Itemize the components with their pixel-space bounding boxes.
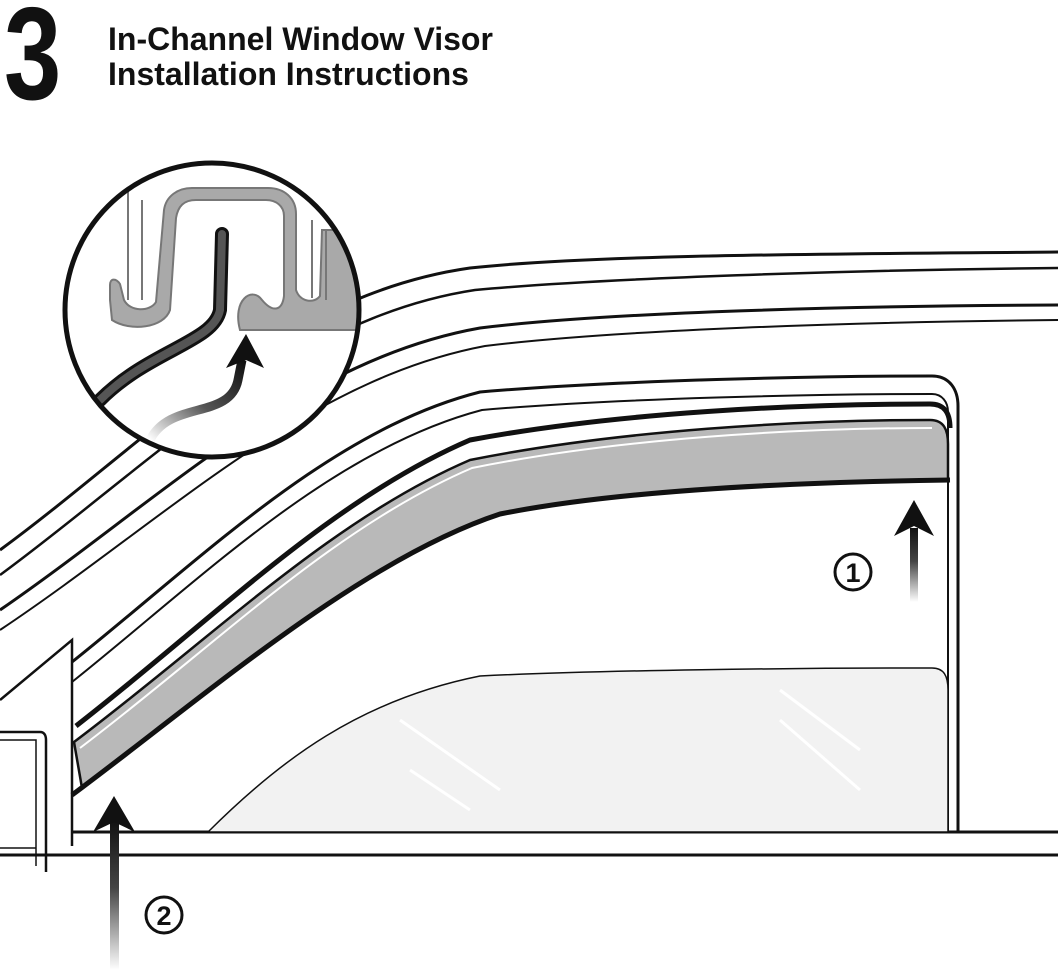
callout-2-label: 2 <box>156 901 171 931</box>
callout-1-badge: 1 <box>833 552 873 592</box>
up-arrow-icon <box>93 796 135 970</box>
callout-1-label: 1 <box>845 558 860 588</box>
step-number: 3 <box>4 0 61 127</box>
title-line-2: Installation Instructions <box>108 56 469 92</box>
up-arrow-icon <box>894 500 934 602</box>
page-title: In-Channel Window Visor Installation Ins… <box>108 22 493 92</box>
window-visor <box>70 401 953 798</box>
title-line-1: In-Channel Window Visor <box>108 21 493 57</box>
window-glass <box>206 667 949 833</box>
callout-2-badge: 2 <box>144 895 184 935</box>
magnifier-circle-icon <box>62 160 362 460</box>
